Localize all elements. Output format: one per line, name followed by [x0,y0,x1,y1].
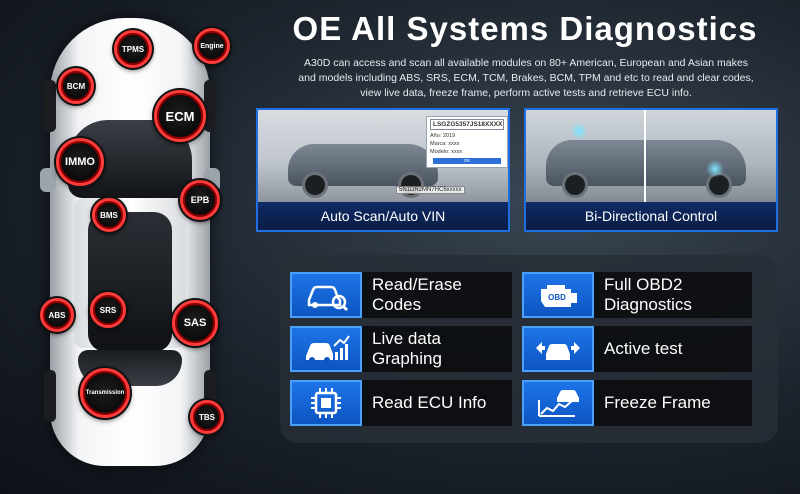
page-title: OE All Systems Diagnostics [292,10,758,47]
pin-immo: IMMO [56,138,104,186]
rear-left-wheel [44,370,56,422]
car-search-icon [290,272,362,318]
suv-front-wheel [302,172,328,198]
pin-tbs-label: TBS [193,403,221,431]
auto-scan-scene: LSGZG5357JS18XXXX Año: 2019 Marca: xxxx … [258,110,508,206]
auto-scan-panel: LSGZG5357JS18XXXX Año: 2019 Marca: xxxx … [256,108,510,232]
vin-row-year: Año: 2019 [430,133,456,139]
pin-transmission-label: Transmission [83,371,127,415]
feature-label-live-data: Live data Graphing [362,326,512,372]
car-chart-icon [522,380,594,426]
suv2-front-wheel [562,172,588,198]
car-graph-icon [290,326,362,372]
vin-popup: LSGZG5357JS18XXXX Año: 2019 Marca: xxxx … [426,116,508,168]
pin-srs-label: SRS [93,295,123,325]
car-diagram: TPMS Engine BCM ECM IMMO EPB BMS ABS SRS… [0,0,250,494]
feature-live-data: Live data Graphing [290,326,512,372]
feature-label-read-erase: Read/Erase Codes [362,272,512,318]
suv-rear-wheel [398,172,424,198]
page-description: A30D can access and scan all available m… [298,57,754,99]
vin-value: LSGZG5357JS18XXXX [430,119,504,130]
feature-freeze-frame: Freeze Frame [522,380,752,426]
pin-engine: Engine [194,28,230,64]
sensor-glow-icon [570,122,588,140]
brake-glow-icon [706,160,724,178]
pin-ecm: ECM [154,90,206,142]
pin-bcm: BCM [58,68,94,104]
pin-sas: SAS [172,300,218,346]
obd-engine-icon: OBD [522,272,594,318]
pin-engine-label: Engine [197,31,227,61]
left-mirror [40,168,56,192]
pin-sas-label: SAS [175,303,215,343]
vin-row-make: Marca: xxxx [430,141,460,147]
pin-srs: SRS [90,292,126,328]
feature-full-obd2: OBD Full OBD2 Diagnostics [522,272,752,318]
pin-tpms: TPMS [114,30,152,68]
vin-row-model: Modelo: xxxx [430,149,463,155]
pin-transmission: Transmission [80,368,130,418]
pin-bms-label: BMS [95,201,123,229]
bidirectional-caption: Bi-Directional Control [526,202,776,230]
pin-immo-label: IMMO [59,141,101,183]
car-arrows-icon [522,326,594,372]
pin-tpms-label: TPMS [117,33,149,65]
pin-epb: EPB [180,180,220,220]
feature-read-ecu: Read ECU Info [290,380,512,426]
feature-label-active-test: Active test [594,326,752,372]
split-line [644,110,646,206]
pin-bcm-label: BCM [61,71,91,101]
sunroof [88,212,172,352]
front-left-wheel [44,80,56,132]
pin-tbs: TBS [190,400,224,434]
feature-active-test: Active test [522,326,752,372]
chip-icon [290,380,362,426]
feature-label-obd2: Full OBD2 Diagnostics [594,272,752,318]
pin-ecm-label: ECM [157,93,203,139]
bidirectional-scene [526,110,776,206]
vin-plate-tag: 5N1DR2MN7HC6xxxxx [396,186,465,194]
pin-bms: BMS [92,198,126,232]
bidirectional-panel: Bi-Directional Control [524,108,778,232]
pin-abs: ABS [40,298,74,332]
svg-text:OBD: OBD [548,293,566,302]
pin-abs-label: ABS [43,301,71,329]
feature-read-erase-codes: Read/Erase Codes [290,272,512,318]
front-right-wheel [204,80,216,132]
pin-epb-label: EPB [183,183,217,217]
feature-label-read-ecu: Read ECU Info [362,380,512,426]
auto-scan-caption: Auto Scan/Auto VIN [258,202,508,230]
feature-label-freeze-frame: Freeze Frame [594,380,752,426]
vin-ok-button[interactable]: OK [433,158,501,164]
